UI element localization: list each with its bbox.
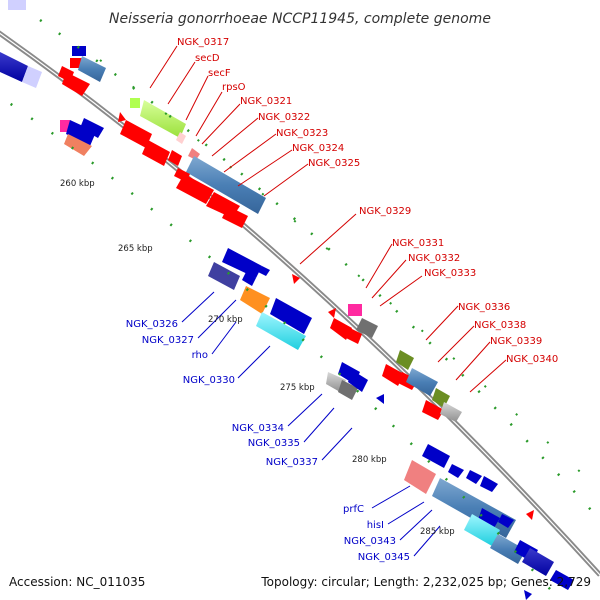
gene-label-red-14: NGK_0338: [474, 320, 526, 331]
feature-group-upper-middle: [120, 98, 266, 228]
gene-label-blue-1: NGK_0327: [142, 335, 194, 346]
gene-label-blue-4: NGK_0334: [232, 423, 284, 434]
kbp-label-3: 275 kbp: [280, 383, 315, 393]
callouts-blue: [181, 291, 441, 557]
gene-label-red-5: NGK_0322: [258, 112, 310, 123]
gene-label-red-4: NGK_0321: [240, 96, 292, 107]
callouts-red: [149, 45, 507, 393]
feature-group-left-2: [60, 112, 126, 156]
gene-label-blue-10: NGK_0345: [358, 552, 410, 563]
gene-label-blue-8: hisI: [367, 520, 384, 531]
kbp-label-0: 260 kbp: [60, 179, 95, 189]
gene-label-blue-9: NGK_0343: [344, 536, 396, 547]
gene-label-red-7: NGK_0324: [292, 143, 344, 154]
kbp-scale-labels: 260 kbp 265 kbp 270 kbp 275 kbp 280 kbp 285 k…: [60, 179, 455, 537]
gene-label-red-9: NGK_0329: [359, 206, 411, 217]
gene-label-red-1: secD: [195, 53, 220, 64]
kbp-label-5: 285 kbp: [420, 527, 455, 537]
kbp-label-4: 280 kbp: [352, 455, 387, 465]
gene-label-blue-6: NGK_0337: [266, 457, 318, 468]
red-label-group: NGK_0317 secD secF rpsO NGK_0321NGK_0322NGK_…: [177, 37, 558, 365]
gene-label-red-13: NGK_0336: [458, 302, 510, 313]
feature-group-center: [208, 248, 312, 350]
gene-label-red-15: NGK_0339: [490, 336, 542, 347]
kbp-label-1: 265 kbp: [118, 244, 153, 254]
feature-group-right-2: [382, 350, 462, 422]
gene-label-red-10: NGK_0331: [392, 238, 444, 249]
gene-label-red-0: NGK_0317: [177, 37, 229, 48]
gc-track-outer: [39, 18, 600, 521]
accession-text: Accession: NC_011035: [9, 575, 145, 589]
genome-summary-text: Topology: circular; Length: 2,232,025 bp…: [260, 575, 591, 589]
genome-title: Neisseria gonorrhoeae NCCP11945, complet…: [109, 11, 491, 27]
gene-label-blue-2: rho: [192, 350, 208, 361]
blue-label-group: NGK_0326NGK_0327rhoNGK_0330NGK_0334NGK_0…: [126, 319, 410, 563]
gene-label-blue-0: NGK_0326: [126, 319, 178, 330]
feature-group-lower-right: [404, 444, 574, 600]
gene-label-red-3: rpsO: [222, 82, 246, 93]
gene-label-blue-5: NGK_0335: [248, 438, 300, 449]
gene-label-blue-3: NGK_0330: [183, 375, 235, 386]
gene-label-red-6: NGK_0323: [276, 128, 328, 139]
gene-label-red-11: NGK_0332: [408, 253, 460, 264]
gene-label-red-2: secF: [208, 68, 231, 79]
gene-label-red-8: NGK_0325: [308, 158, 360, 169]
gene-label-red-16: NGK_0340: [506, 354, 558, 365]
feature-group-right-1: [326, 304, 384, 404]
feature-group-top-left: [0, 0, 106, 96]
gene-label-blue-7: prfC: [343, 504, 364, 515]
kbp-label-2: 270 kbp: [208, 315, 243, 325]
gene-label-red-12: NGK_0333: [424, 268, 476, 279]
